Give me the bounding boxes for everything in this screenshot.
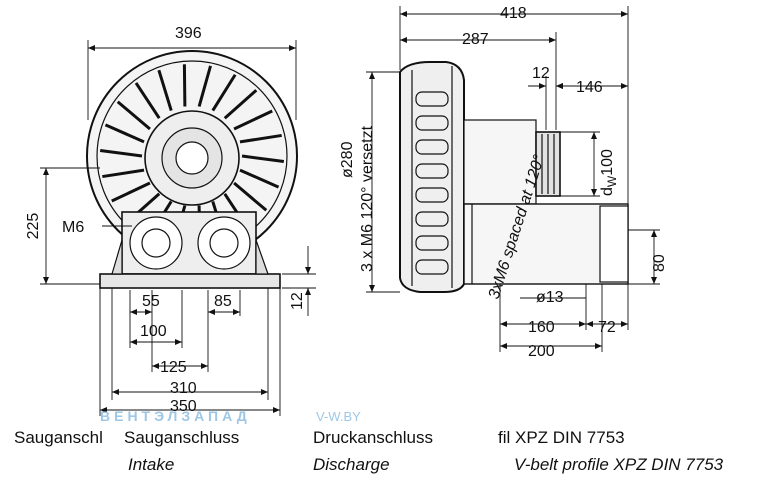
bolt-pattern-de: 3 x M6 120° versetzt xyxy=(359,125,376,272)
dim-396: 396 xyxy=(175,25,202,42)
caption-col2-en: Intake xyxy=(128,455,174,475)
intake-bore xyxy=(142,229,170,257)
watermark-domain: V-W.BY xyxy=(316,409,361,424)
left-foot xyxy=(112,240,122,274)
svg-text:dW100: dW100 xyxy=(599,149,619,196)
dim-200: 200 xyxy=(528,343,555,360)
dim-100: 100 xyxy=(140,323,167,340)
dim-12-front: 12 xyxy=(289,292,306,310)
caption-col1-de: Sauganschl xyxy=(14,428,103,448)
dim-160: 160 xyxy=(528,319,555,336)
dim-125: 125 xyxy=(160,359,187,376)
caption-col2-de: Sauganschluss xyxy=(124,428,239,448)
caption-col4-en: V-belt profile XPZ DIN 7753 xyxy=(514,455,723,475)
caption-col4-de: fil XPZ DIN 7753 xyxy=(498,428,625,448)
dim-80: 80 xyxy=(651,254,668,272)
base-plate xyxy=(100,274,280,288)
dim-dw100: dW100 xyxy=(599,149,619,196)
dim-85: 85 xyxy=(214,293,232,310)
dim-146: 146 xyxy=(576,79,603,96)
caption-col3-de: Druckanschluss xyxy=(313,428,433,448)
hub-inner xyxy=(176,142,208,174)
dim-225: 225 xyxy=(25,213,42,240)
caption-col3-en: Discharge xyxy=(313,455,390,475)
dim-dia280: ø280 xyxy=(339,141,356,178)
dim-12-side: 12 xyxy=(532,65,550,82)
side-housing xyxy=(400,62,464,292)
dim-72: 72 xyxy=(598,319,616,336)
dim-418: 418 xyxy=(500,5,527,22)
right-foot xyxy=(256,240,268,274)
thread-m6: M6 xyxy=(62,219,84,236)
dim-dia13: ø13 xyxy=(536,289,564,306)
watermark-brand: ВЕНТЭЛЗАПАД xyxy=(100,408,251,424)
side-outlet xyxy=(600,206,628,282)
dim-287: 287 xyxy=(462,31,489,48)
dim-310: 310 xyxy=(170,380,197,397)
dim-55: 55 xyxy=(142,293,160,310)
discharge-bore xyxy=(210,229,238,257)
front-view xyxy=(87,51,297,288)
